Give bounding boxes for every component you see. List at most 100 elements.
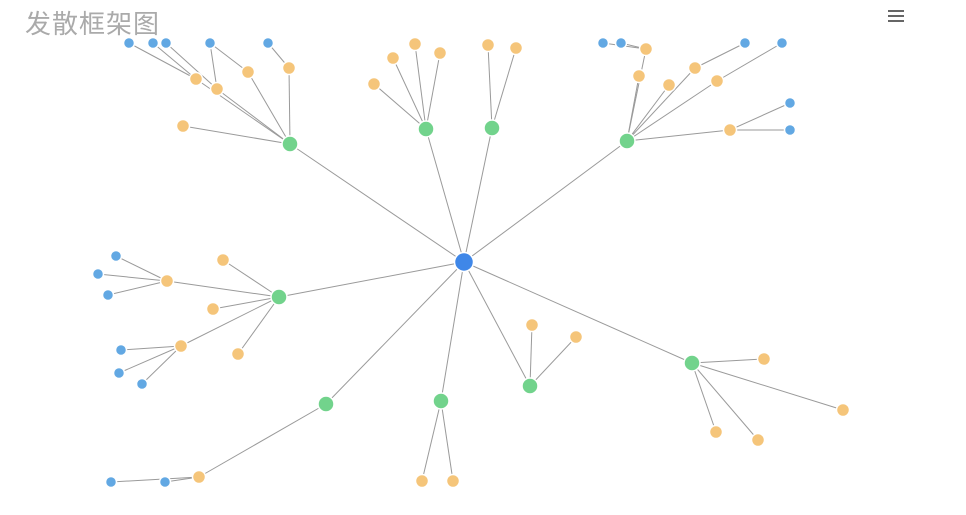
- secondary-node[interactable]: [480, 37, 496, 53]
- secondary-node[interactable]: [631, 68, 647, 84]
- graph-edge: [115, 255, 168, 282]
- tertiary-node[interactable]: [158, 475, 172, 489]
- graph-edge: [487, 44, 493, 129]
- tertiary-node[interactable]: [203, 36, 217, 50]
- secondary-node[interactable]: [159, 273, 175, 289]
- secondary-node[interactable]: [708, 424, 724, 440]
- graph-edge: [152, 42, 197, 80]
- secondary-node[interactable]: [205, 301, 221, 317]
- tertiary-node[interactable]: [159, 36, 173, 50]
- secondary-node[interactable]: [508, 40, 524, 56]
- tertiary-node[interactable]: [775, 36, 789, 50]
- tertiary-node[interactable]: [783, 96, 797, 110]
- root-node[interactable]: [453, 251, 475, 273]
- secondary-node[interactable]: [215, 252, 231, 268]
- secondary-node[interactable]: [240, 64, 256, 80]
- tertiary-node[interactable]: [122, 36, 136, 50]
- secondary-node[interactable]: [722, 122, 738, 138]
- primary-node[interactable]: [483, 119, 501, 137]
- graph-edge: [716, 42, 783, 82]
- graph-edge: [373, 83, 427, 130]
- tertiary-node[interactable]: [135, 377, 149, 391]
- graph-edge: [529, 336, 577, 387]
- tertiary-node[interactable]: [614, 36, 628, 50]
- graph-edge: [425, 128, 465, 263]
- graph-edge: [165, 42, 218, 90]
- secondary-node[interactable]: [407, 36, 423, 52]
- graph-edge: [325, 261, 465, 405]
- tertiary-node[interactable]: [261, 36, 275, 50]
- tertiary-node[interactable]: [783, 123, 797, 137]
- secondary-node[interactable]: [568, 329, 584, 345]
- primary-node[interactable]: [618, 132, 636, 150]
- primary-node[interactable]: [417, 120, 435, 138]
- tertiary-node[interactable]: [596, 36, 610, 50]
- primary-node[interactable]: [281, 135, 299, 153]
- graph-edge: [729, 102, 791, 131]
- secondary-node[interactable]: [173, 338, 189, 354]
- secondary-node[interactable]: [175, 118, 191, 134]
- tertiary-node[interactable]: [146, 36, 160, 50]
- secondary-node[interactable]: [709, 73, 725, 89]
- graph-edge: [216, 88, 291, 145]
- graph-edge: [491, 47, 517, 129]
- tertiary-node[interactable]: [104, 475, 118, 489]
- tertiary-node[interactable]: [101, 288, 115, 302]
- graph-edge: [691, 358, 765, 364]
- graph-edge: [237, 296, 280, 355]
- secondary-node[interactable]: [638, 41, 654, 57]
- graph-edge: [691, 362, 844, 411]
- secondary-node[interactable]: [756, 351, 772, 367]
- secondary-node[interactable]: [524, 317, 540, 333]
- graph-edge: [278, 261, 465, 298]
- secondary-node[interactable]: [281, 60, 297, 76]
- graph-edge: [118, 345, 182, 374]
- graph-edge: [289, 143, 465, 263]
- secondary-node[interactable]: [432, 45, 448, 61]
- secondary-node[interactable]: [366, 76, 382, 92]
- tertiary-node[interactable]: [738, 36, 752, 50]
- secondary-node[interactable]: [445, 473, 461, 489]
- primary-node[interactable]: [683, 354, 701, 372]
- primary-node[interactable]: [270, 288, 288, 306]
- secondary-node[interactable]: [661, 77, 677, 93]
- tertiary-node[interactable]: [109, 249, 123, 263]
- graph-edge: [463, 127, 493, 263]
- graph-edge: [425, 52, 441, 130]
- graph-edges: [97, 42, 844, 483]
- secondary-node[interactable]: [230, 346, 246, 362]
- primary-node[interactable]: [521, 377, 539, 395]
- primary-node[interactable]: [432, 392, 450, 410]
- graph-nodes: [91, 36, 851, 489]
- tertiary-node[interactable]: [91, 267, 105, 281]
- graph-edge: [247, 71, 291, 145]
- primary-node[interactable]: [317, 395, 335, 413]
- graph-edge: [198, 403, 327, 478]
- hamburger-menu-icon[interactable]: [886, 7, 906, 23]
- graph-edge: [691, 362, 759, 441]
- secondary-node[interactable]: [209, 81, 225, 97]
- graph-edge: [392, 57, 427, 130]
- secondary-node[interactable]: [191, 469, 207, 485]
- graph-edge: [421, 400, 442, 482]
- menu-bar: [888, 10, 904, 12]
- secondary-node[interactable]: [750, 432, 766, 448]
- graph-edge: [626, 84, 670, 142]
- graph-edge: [463, 261, 693, 364]
- secondary-node[interactable]: [835, 402, 851, 418]
- graph-edge: [694, 42, 746, 69]
- secondary-node[interactable]: [687, 60, 703, 76]
- graph-edge: [463, 140, 628, 263]
- tertiary-node[interactable]: [114, 343, 128, 357]
- menu-bar: [888, 15, 904, 17]
- secondary-node[interactable]: [385, 50, 401, 66]
- graph-edge: [414, 43, 427, 130]
- secondary-node[interactable]: [414, 473, 430, 489]
- page-title: 发散框架图: [25, 9, 161, 39]
- graph-edge: [120, 345, 182, 351]
- tertiary-node[interactable]: [112, 366, 126, 380]
- graph-edge: [128, 42, 197, 80]
- graph-edge: [463, 261, 531, 387]
- secondary-node[interactable]: [188, 71, 204, 87]
